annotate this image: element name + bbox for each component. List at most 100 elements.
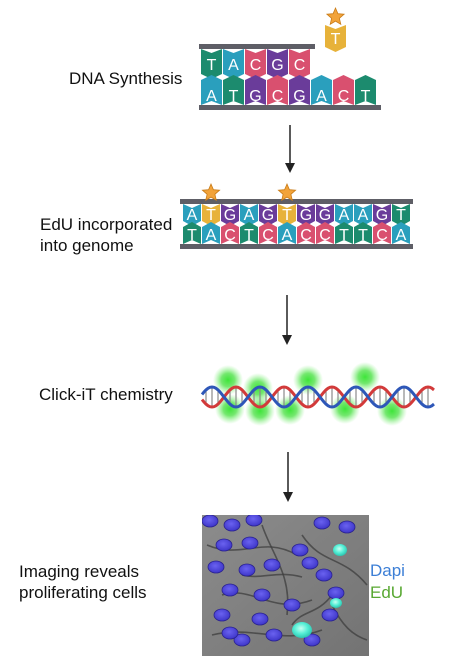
base-block-top: T [201, 49, 222, 79]
svg-text:T: T [339, 227, 349, 244]
svg-text:G: G [224, 207, 236, 224]
base-block-bottom: A [201, 75, 222, 105]
dapi-nucleus [221, 626, 239, 640]
star-icon [201, 182, 221, 202]
svg-text:G: G [249, 88, 261, 105]
step-label-line: EdU incorporated [40, 215, 173, 234]
svg-text:T: T [331, 31, 341, 48]
svg-text:T: T [396, 207, 406, 224]
step-label-imaging: Imaging reveals proliferating cells [19, 561, 147, 603]
base-block-top: G [316, 204, 334, 226]
dapi-nucleus [221, 583, 239, 597]
base-block-top: G [221, 204, 239, 226]
edu-fluorescent-spot [350, 362, 380, 392]
base-block-bottom: A [311, 75, 332, 105]
base-block-bottom: A [392, 222, 410, 244]
dapi-nucleus [327, 586, 345, 600]
cell-fiber [291, 594, 333, 626]
star-icon [277, 182, 297, 202]
legend-dapi: Dapi [370, 561, 405, 580]
svg-text:C: C [300, 227, 312, 244]
helix-strand-blue [200, 385, 435, 409]
svg-text:A: A [358, 207, 369, 224]
backbone-bar [180, 244, 413, 249]
svg-text:G: G [300, 207, 312, 224]
svg-text:C: C [376, 227, 388, 244]
base-block-top: A [240, 204, 258, 226]
base-block-bottom: G [289, 75, 310, 105]
svg-text:T: T [187, 227, 197, 244]
base-block-top: C [289, 49, 310, 79]
step-label-dna-synthesis: DNA Synthesis [69, 69, 183, 88]
incoming-edu-base: T [325, 25, 346, 52]
svg-text:T: T [282, 207, 292, 224]
base-block-bottom: A [202, 222, 220, 244]
edu-positive-nucleus [333, 544, 347, 556]
svg-text:A: A [206, 227, 217, 244]
base-block-top: A [354, 204, 372, 226]
svg-text:C: C [338, 88, 350, 105]
svg-text:A: A [316, 88, 327, 105]
base-block-top: A [335, 204, 353, 226]
svg-text:G: G [271, 57, 283, 74]
step-label-line: proliferating cells [19, 583, 147, 602]
svg-text:A: A [339, 207, 350, 224]
base-block-top: A [223, 49, 244, 79]
svg-text:T: T [206, 207, 216, 224]
svg-text:C: C [250, 57, 262, 74]
base-block-bottom: C [297, 222, 315, 244]
svg-text:G: G [293, 88, 305, 105]
svg-text:G: G [319, 207, 331, 224]
base-block-top: G [259, 204, 277, 226]
dapi-nucleus [241, 536, 259, 550]
dapi-nucleus [338, 520, 356, 534]
edu-base-block: T [278, 204, 296, 226]
svg-text:A: A [187, 207, 198, 224]
dapi-nucleus [283, 598, 301, 612]
base-block-top: C [245, 49, 266, 79]
base-block-bottom: C [316, 222, 334, 244]
svg-text:C: C [272, 88, 284, 105]
edu-fluorescent-spot [275, 395, 305, 425]
dapi-nucleus [238, 563, 256, 577]
backbone-bar [199, 105, 381, 110]
svg-text:C: C [294, 57, 306, 74]
base-block-top: A [183, 204, 201, 226]
svg-text:G: G [376, 207, 388, 224]
dapi-nucleus [313, 516, 331, 530]
base-block-bottom: C [267, 75, 288, 105]
base-block-bottom: T [354, 222, 372, 244]
base-block-top: T [392, 204, 410, 226]
step-label-edu-incorporated: EdU incorporated into genome [40, 214, 172, 256]
svg-text:T: T [358, 227, 368, 244]
base-block-bottom: T [183, 222, 201, 244]
dapi-nucleus [215, 538, 233, 552]
svg-text:C: C [224, 227, 236, 244]
base-block-bottom: A [278, 222, 296, 244]
dapi-nucleus [315, 568, 333, 582]
edu-base-block: T [202, 204, 220, 226]
microscopy-image [202, 515, 369, 656]
dapi-nucleus [207, 560, 225, 574]
base-block-bottom: C [373, 222, 391, 244]
dapi-nucleus [202, 515, 219, 528]
svg-text:A: A [228, 57, 239, 74]
arrow-down-icon [285, 125, 295, 173]
svg-text:C: C [319, 227, 331, 244]
dapi-nucleus [251, 612, 269, 626]
dapi-nucleus [233, 633, 251, 647]
star-icon [325, 6, 346, 26]
legend-edu: EdU [370, 583, 404, 602]
svg-text:T: T [361, 88, 371, 105]
arrow-down-icon [282, 295, 292, 345]
dapi-nucleus [265, 628, 283, 642]
dapi-nucleus [321, 608, 339, 622]
base-block-bottom: T [335, 222, 353, 244]
dapi-nucleus [223, 518, 241, 532]
cell-fiber [301, 534, 368, 586]
step-label-line: Imaging reveals [19, 562, 140, 581]
base-block-top: G [373, 204, 391, 226]
edu-positive-nucleus [330, 598, 342, 608]
